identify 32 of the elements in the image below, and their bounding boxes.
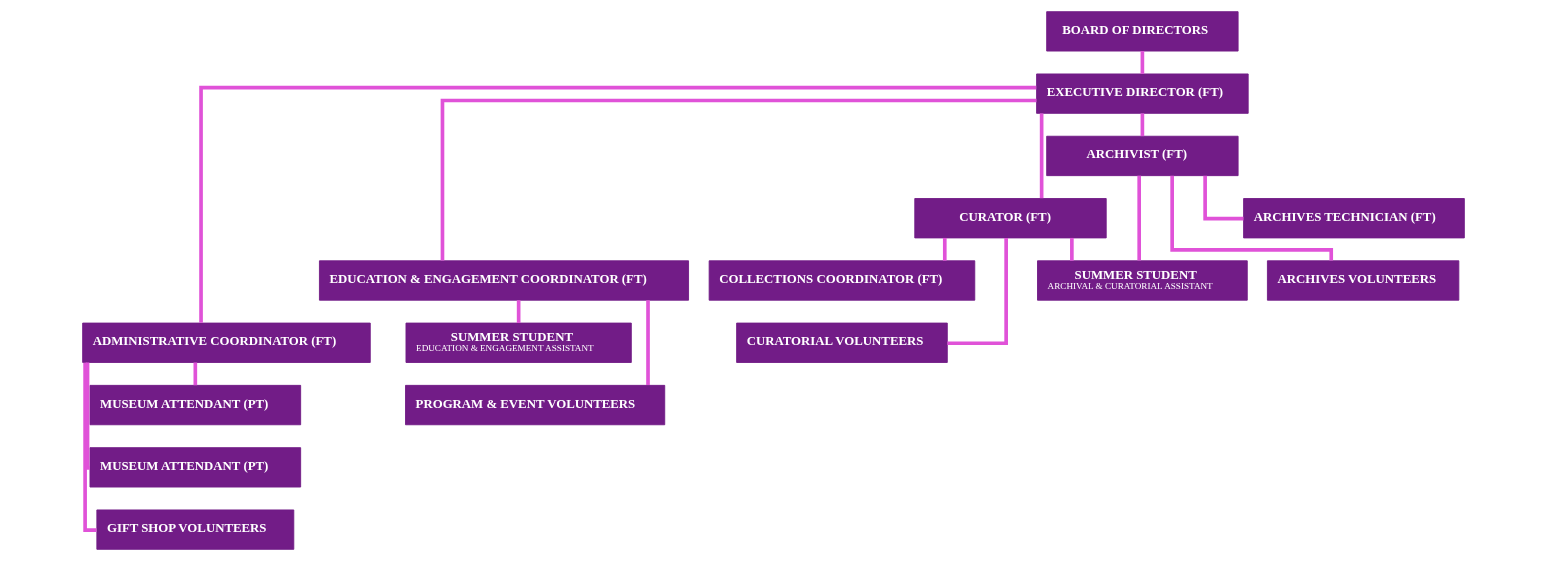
connector bbox=[942, 237, 947, 261]
connector bbox=[1140, 51, 1144, 74]
node-box: ARCHIVES TECHNICIAN (FT) bbox=[1242, 198, 1465, 239]
node-box: CURATORIAL VOLUNTEERS bbox=[735, 322, 948, 363]
node-box: PROGRAM & EVENT VOLUNTEERS bbox=[404, 384, 665, 426]
connector bbox=[1039, 113, 1043, 199]
connector bbox=[1169, 175, 1333, 261]
node-box: SUMMER STUDENT EDUCATION & ENGAGEMENT ASSISTANT bbox=[405, 322, 632, 363]
node-box: MUSEUM ATTENDANT (PT) bbox=[89, 384, 301, 426]
node-box: CURATOR (FT) bbox=[913, 198, 1107, 239]
node-box: EXECUTIVE DIRECTOR (FT) bbox=[1035, 73, 1249, 114]
connector bbox=[645, 300, 650, 385]
node-box: EDUCATION & ENGAGEMENT COORDINATOR (FT) bbox=[318, 260, 689, 301]
connector bbox=[85, 362, 90, 470]
node-box: COLLECTIONS COORDINATOR (FT) bbox=[708, 260, 975, 301]
connector bbox=[82, 362, 96, 532]
node-box: GIFT SHOP VOLUNTEERS bbox=[95, 509, 294, 550]
connector bbox=[1069, 237, 1074, 261]
connector bbox=[946, 238, 1008, 346]
connector bbox=[440, 98, 1036, 261]
connector bbox=[193, 362, 197, 386]
node-box: ADMINISTRATIVE COORDINATOR (FT) bbox=[81, 322, 371, 363]
connector bbox=[1140, 113, 1144, 137]
node-box: SUMMER STUDENT ARCHIVAL & CURATORIAL ASSISTANT bbox=[1036, 260, 1248, 301]
connector bbox=[198, 85, 1036, 323]
connector bbox=[516, 300, 520, 323]
node-box: BOARD OF DIRECTORS bbox=[1045, 11, 1239, 52]
connector bbox=[1136, 175, 1141, 261]
node-box: ARCHIVES VOLUNTEERS bbox=[1266, 260, 1459, 301]
connector bbox=[1202, 175, 1243, 221]
node-box: MUSEUM ATTENDANT (PT) bbox=[89, 447, 301, 488]
node-box: ARCHIVIST (FT) bbox=[1045, 135, 1239, 177]
